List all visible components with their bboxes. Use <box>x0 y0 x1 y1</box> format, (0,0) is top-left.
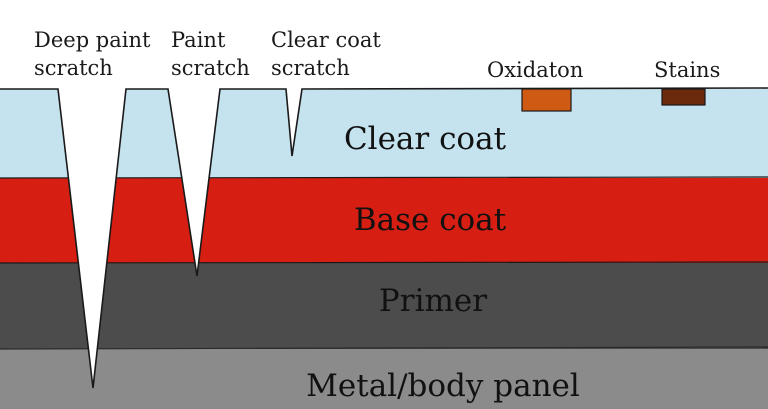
clear-base-boundary <box>0 176 768 179</box>
deep-paint-scratch-label-line2: scratch <box>34 56 113 80</box>
base-coat-layer-label: Base coat <box>354 202 507 238</box>
stains-label: Stains <box>654 58 720 82</box>
base-primer-boundary <box>0 261 768 264</box>
stains-deposit <box>661 88 706 106</box>
clear-coat-scratch-label-line2: scratch <box>271 56 350 80</box>
paint-scratch-label-line2: scratch <box>171 56 250 80</box>
oxidation-label: Oxidaton <box>487 58 583 82</box>
primer-layer <box>0 262 768 349</box>
base-coat-layer <box>0 177 768 263</box>
clear-coat-scratch-wedge <box>286 87 302 156</box>
paint-scratch-wedge <box>168 87 220 276</box>
clear-coat-layer-label: Clear coat <box>344 121 507 157</box>
paint-scratch-label-line1: Paint <box>171 28 226 52</box>
surface-outline <box>0 87 768 389</box>
deep-paint-scratch-wedge <box>58 87 126 388</box>
deep-paint-scratch-label-line1: Deep paint <box>34 28 151 52</box>
clear-coat-layer <box>0 89 768 178</box>
oxidation-deposit <box>521 88 572 112</box>
metal-panel-layer <box>0 348 768 409</box>
clear-coat-scratch-label: Clear coat scratch <box>271 28 388 80</box>
deep-paint-scratch-label: Deep paint scratch <box>34 28 157 80</box>
clear-coat-scratch-label-line1: Clear coat <box>271 28 381 52</box>
metal-panel-layer-label: Metal/body panel <box>306 368 580 404</box>
primer-metal-boundary <box>0 346 768 350</box>
paint-scratch-label: Paint scratch <box>171 28 250 80</box>
primer-layer-label: Primer <box>379 283 487 319</box>
